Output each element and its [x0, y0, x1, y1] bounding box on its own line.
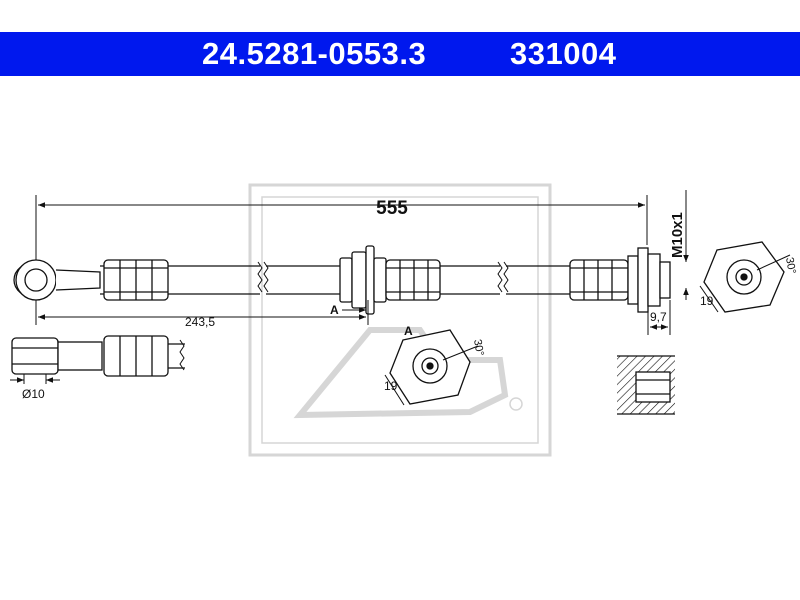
wrench-size-right: 19 — [700, 294, 714, 308]
angle-right: 30° — [783, 256, 798, 274]
thread-label: M10x1 — [669, 212, 686, 258]
registered-mark — [509, 397, 523, 411]
overall-length-label: 555 — [376, 198, 408, 219]
part-number: 24.5281-0553.3 — [202, 36, 427, 71]
banjo-eye-fitting — [13, 259, 101, 301]
view-a-hex — [384, 329, 479, 406]
eye-diameter-label: Ø10 — [22, 387, 45, 401]
view-label-a: A — [404, 324, 413, 338]
eye-side-view — [10, 335, 185, 384]
section-detail — [617, 355, 675, 415]
wrench-size-a: 19 — [384, 379, 398, 393]
section-marker-a: A — [330, 303, 339, 317]
dimension-thread — [647, 190, 689, 335]
center-bracket — [339, 245, 441, 315]
dimension-offset — [35, 300, 369, 325]
reference-number: 331004 — [510, 36, 617, 71]
crimp-sleeve-right — [569, 247, 671, 313]
dimension-overall — [35, 195, 648, 262]
offset-length-label: 243,5 — [185, 315, 215, 329]
ate-logo — [248, 183, 552, 457]
fitting-length-label: 9,7 — [650, 310, 667, 324]
angle-a: 30° — [471, 338, 486, 356]
crimp-sleeve-left — [103, 259, 169, 301]
end-view-hex-right — [699, 241, 791, 313]
title-bar: 24.5281-0553.3 331004 — [0, 32, 800, 76]
hose-body — [100, 261, 570, 295]
